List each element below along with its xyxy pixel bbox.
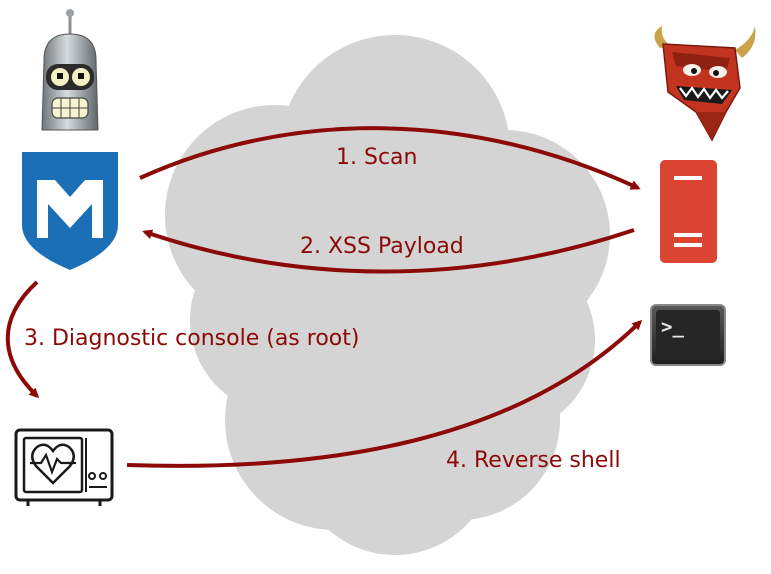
bender-robot-icon	[41, 9, 99, 131]
server-icon	[660, 160, 717, 263]
terminal-icon: >_	[650, 304, 726, 366]
arrow-reverse-shell	[126, 319, 643, 468]
arrow-xss-payload	[142, 228, 635, 274]
medical-monitor-icon	[14, 428, 114, 506]
step-label-diagnostic-console: 3. Diagnostic console (as root)	[24, 326, 359, 351]
step-label-reverse-shell: 4. Reverse shell	[446, 448, 621, 473]
terminal-prompt: >_	[661, 316, 684, 338]
step-label-scan: 1. Scan	[336, 145, 417, 170]
step-label-xss-payload: 2. XSS Payload	[300, 234, 464, 259]
arrow-scan	[139, 126, 641, 190]
devil-mascot-icon	[654, 26, 756, 142]
arrow-diagnostic-console	[5, 280, 40, 399]
metasploit-shield-icon	[22, 152, 118, 270]
internet-cloud	[165, 35, 610, 555]
